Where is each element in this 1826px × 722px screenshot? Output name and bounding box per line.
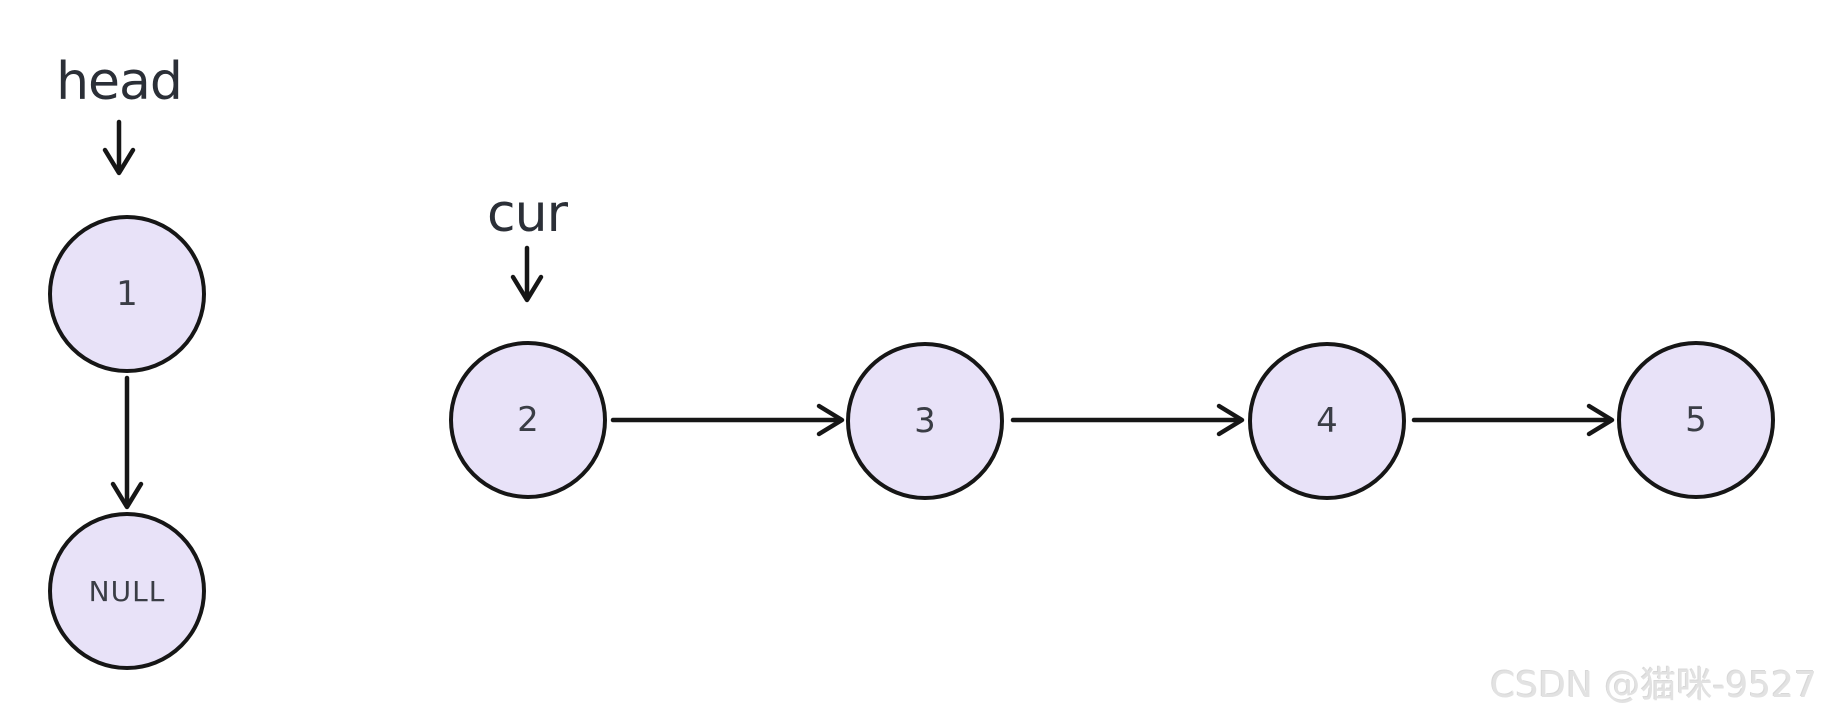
arrow-node-2-to-node-3 <box>610 403 845 437</box>
node-value: 1 <box>116 274 138 314</box>
arrow-node-4-to-node-5 <box>1411 403 1615 437</box>
node-value: 3 <box>914 401 936 441</box>
arrow-node-3-to-node-4 <box>1010 403 1245 437</box>
cur-pointer-label: cur <box>487 184 568 244</box>
list-node-5: 5 <box>1617 341 1775 499</box>
arrow-head-to-node-1 <box>102 119 136 176</box>
list-node-null: NULL <box>48 512 206 670</box>
list-node-1: 1 <box>48 215 206 373</box>
node-value: 5 <box>1685 400 1707 440</box>
list-node-2: 2 <box>449 341 607 499</box>
list-node-3: 3 <box>846 342 1004 500</box>
head-pointer-label: head <box>56 52 183 112</box>
list-node-4: 4 <box>1248 342 1406 500</box>
arrow-cur-to-node-2 <box>510 245 544 303</box>
node-value: NULL <box>88 574 166 608</box>
arrow-node-1-to-node-null <box>110 375 144 510</box>
node-value: 2 <box>517 400 539 440</box>
node-value: 4 <box>1316 401 1338 441</box>
csdn-watermark: CSDN @猫咪-9527 <box>1490 665 1817 706</box>
